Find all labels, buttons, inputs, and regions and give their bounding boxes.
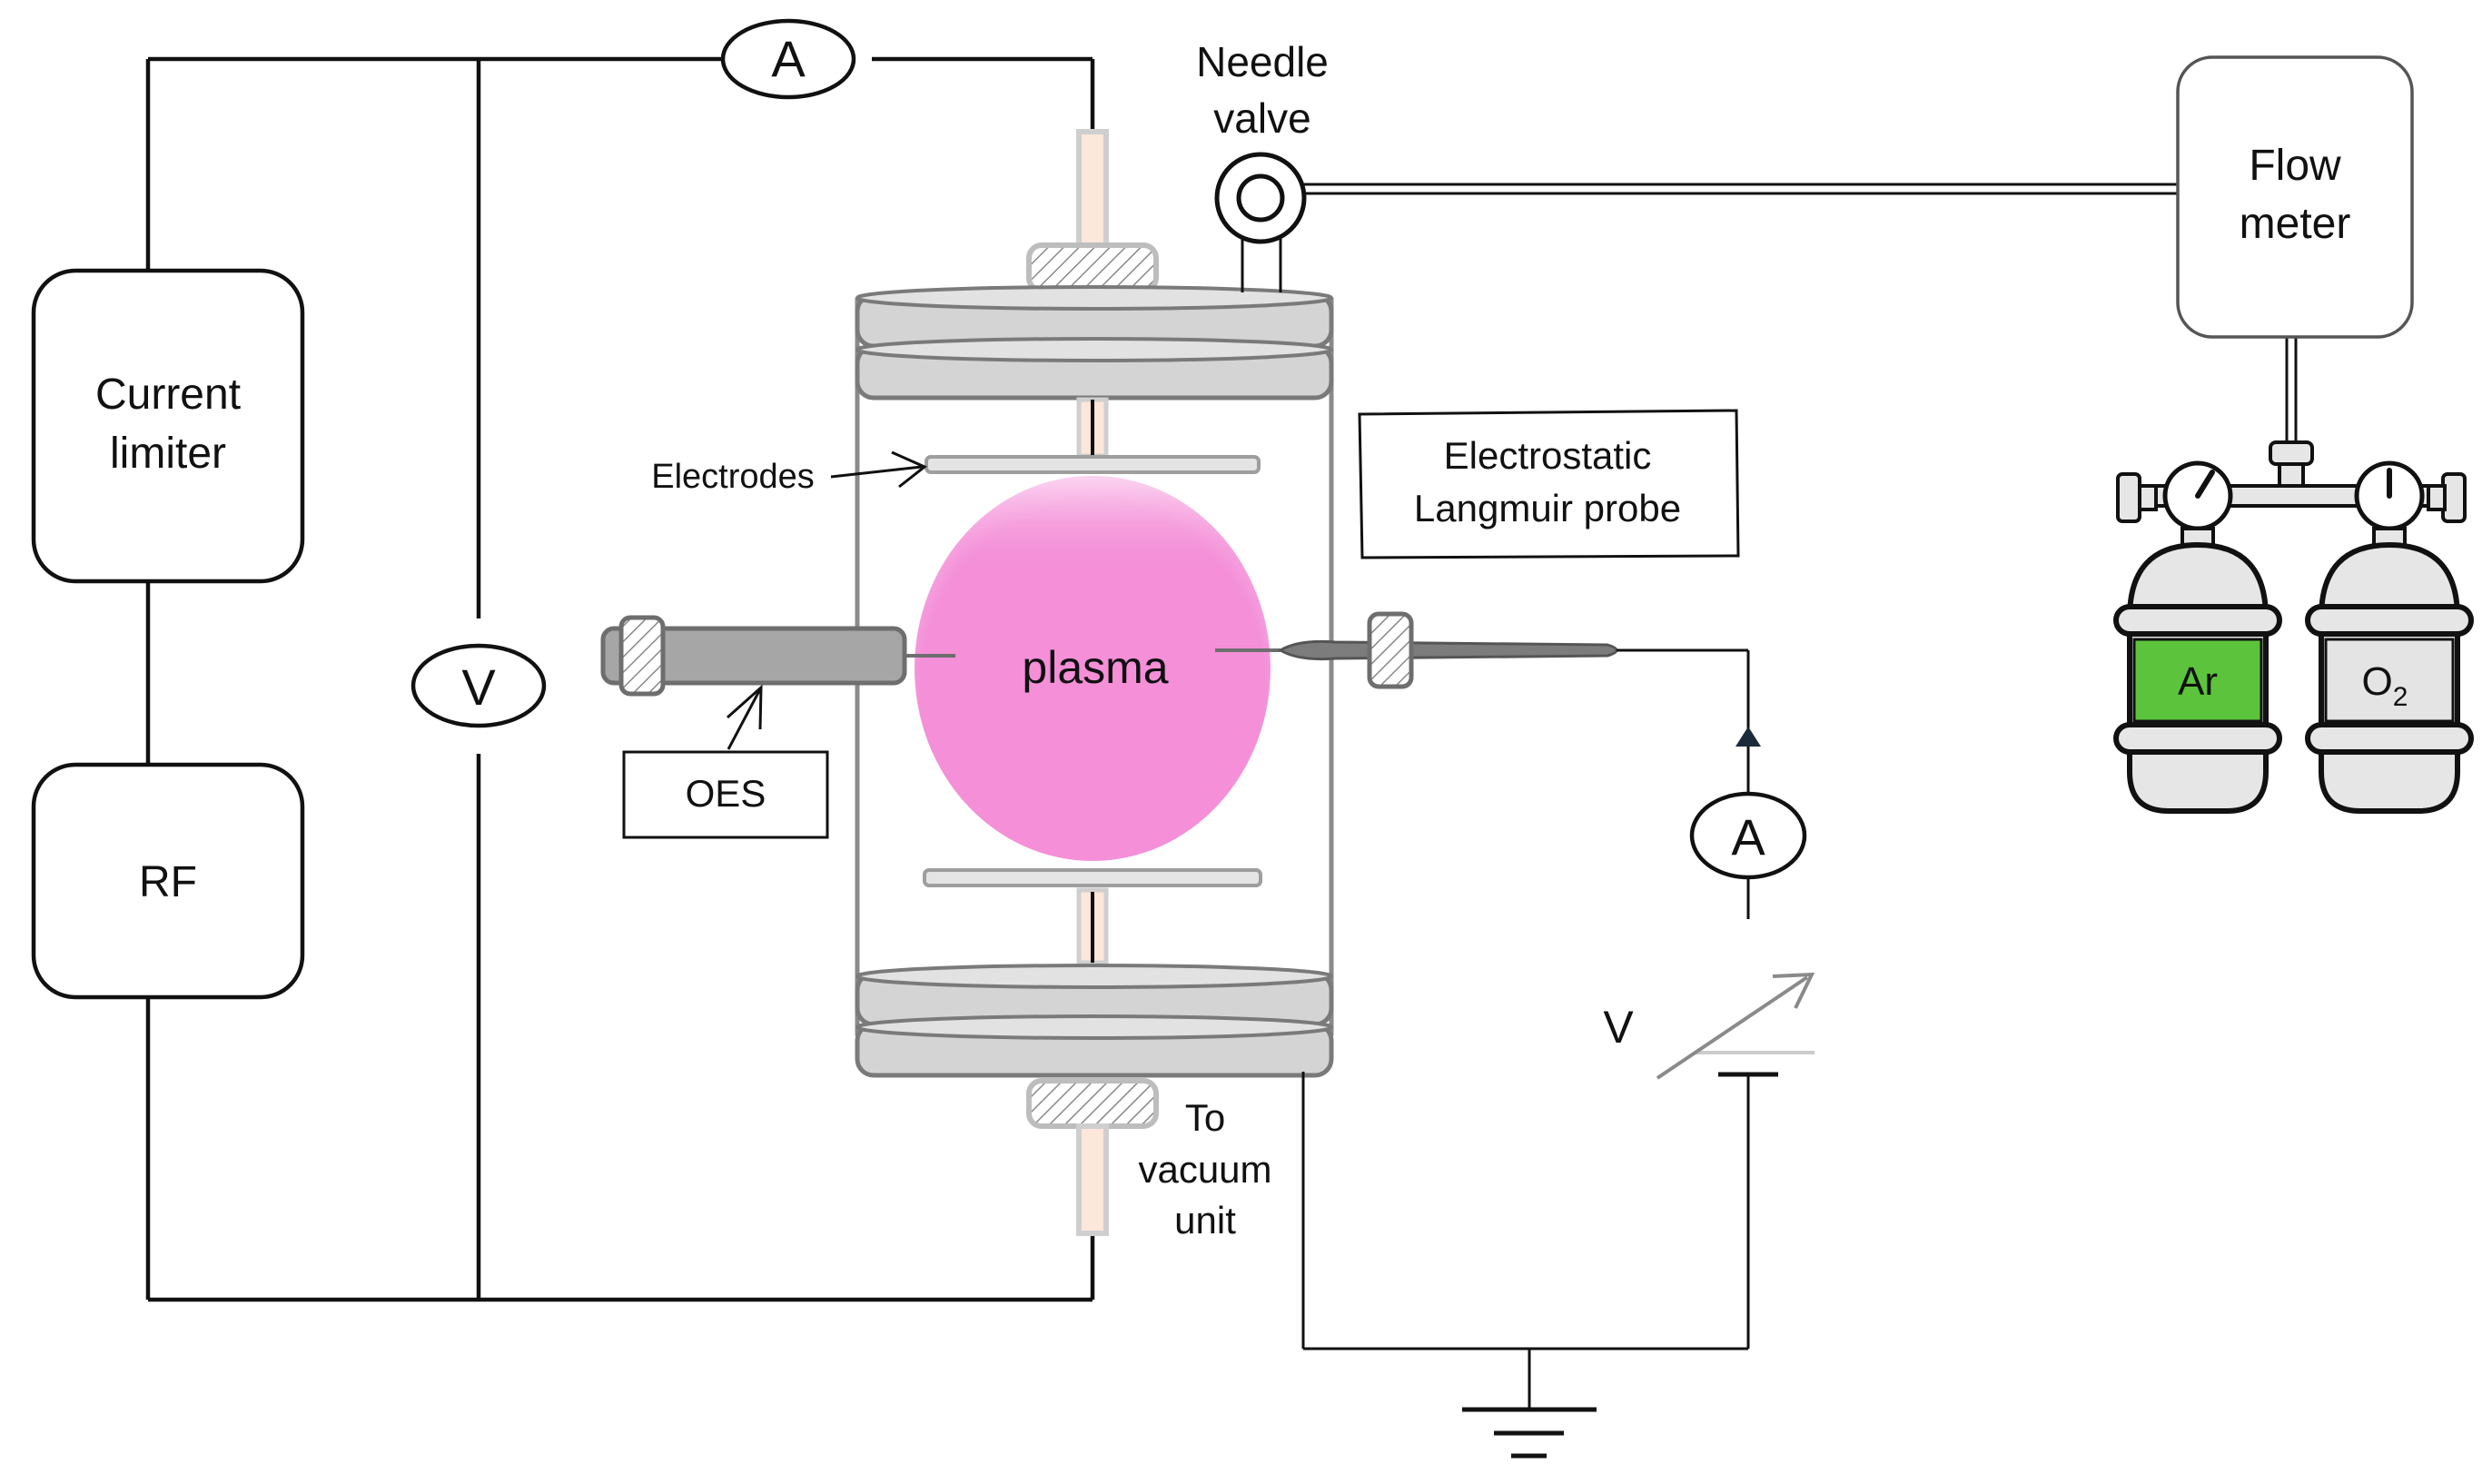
vacuum-label-line2: vacuum: [1138, 1148, 1271, 1191]
ammeter-top: A: [720, 18, 856, 100]
needle-valve: Needle valve: [1196, 38, 1329, 292]
needle-valve-label-line1: Needle: [1196, 38, 1329, 85]
top-feedthrough-seal: [1026, 242, 1159, 293]
ammeter-top-symbol: A: [771, 30, 806, 87]
langmuir-probe-callout: Electrostatic Langmuir probe: [1358, 409, 1740, 559]
flow-meter-label-line2: meter: [2240, 200, 2351, 248]
oxygen-label-subscript: 2: [2393, 682, 2408, 712]
power-circuit: [145, 56, 1095, 1302]
current-direction-arrow: [1736, 727, 1761, 747]
plasma-label: plasma: [1022, 642, 1168, 693]
flow-meter-label-line1: Flow: [2249, 142, 2341, 190]
rf-source-box: RF: [31, 762, 305, 1000]
current-limiter-box: Current limiter: [31, 268, 305, 584]
argon-label-band: [2132, 638, 2263, 723]
langmuir-probe: [1215, 611, 1748, 689]
oxygen-cylinder: O2: [2305, 460, 2474, 814]
reactor-chamber: plasma: [855, 129, 1334, 1236]
probe-label-line1: Electrostatic: [1444, 434, 1652, 477]
probe-ammeter-symbol: A: [1731, 808, 1765, 866]
oxygen-label-band: [2324, 638, 2455, 723]
voltmeter-left-symbol: V: [461, 658, 496, 716]
oxygen-label-main: O: [2362, 659, 2393, 704]
current-limiter-label-line2: limiter: [110, 430, 226, 478]
oes-probe: OES: [600, 615, 955, 839]
probe-label-line2: Langmuir probe: [1414, 487, 1681, 529]
bottom-feedthrough-rod: [1076, 1123, 1109, 1236]
current-limiter-label-line1: Current: [95, 371, 241, 419]
top-electrode: [925, 455, 1261, 474]
bottom-electrode: [923, 868, 1262, 887]
variable-supply-label: V: [1603, 1002, 1634, 1053]
oxygen-label: O2: [2362, 659, 2408, 712]
flow-meter-box: Flow meter: [2176, 55, 2414, 339]
probe-circuit: A V: [1301, 650, 1815, 1459]
bottom-feedthrough-seal: [1026, 1078, 1159, 1129]
vacuum-label-line3: unit: [1174, 1199, 1236, 1242]
oes-label: OES: [686, 772, 766, 815]
voltmeter-left: V: [410, 643, 547, 728]
needle-valve-label-line2: valve: [1213, 94, 1310, 142]
argon-label: Ar: [2178, 659, 2218, 704]
argon-cylinder: Ar: [2113, 460, 2282, 814]
vacuum-callout: To vacuum unit: [1138, 1096, 1271, 1242]
electrodes-callout: Electrodes: [651, 450, 927, 496]
electrodes-label: Electrodes: [651, 458, 815, 496]
vacuum-label-line1: To: [1185, 1096, 1225, 1139]
gas-line: [1302, 183, 2298, 445]
top-feedthrough-rod: [1076, 129, 1109, 257]
rf-label: RF: [139, 858, 197, 906]
